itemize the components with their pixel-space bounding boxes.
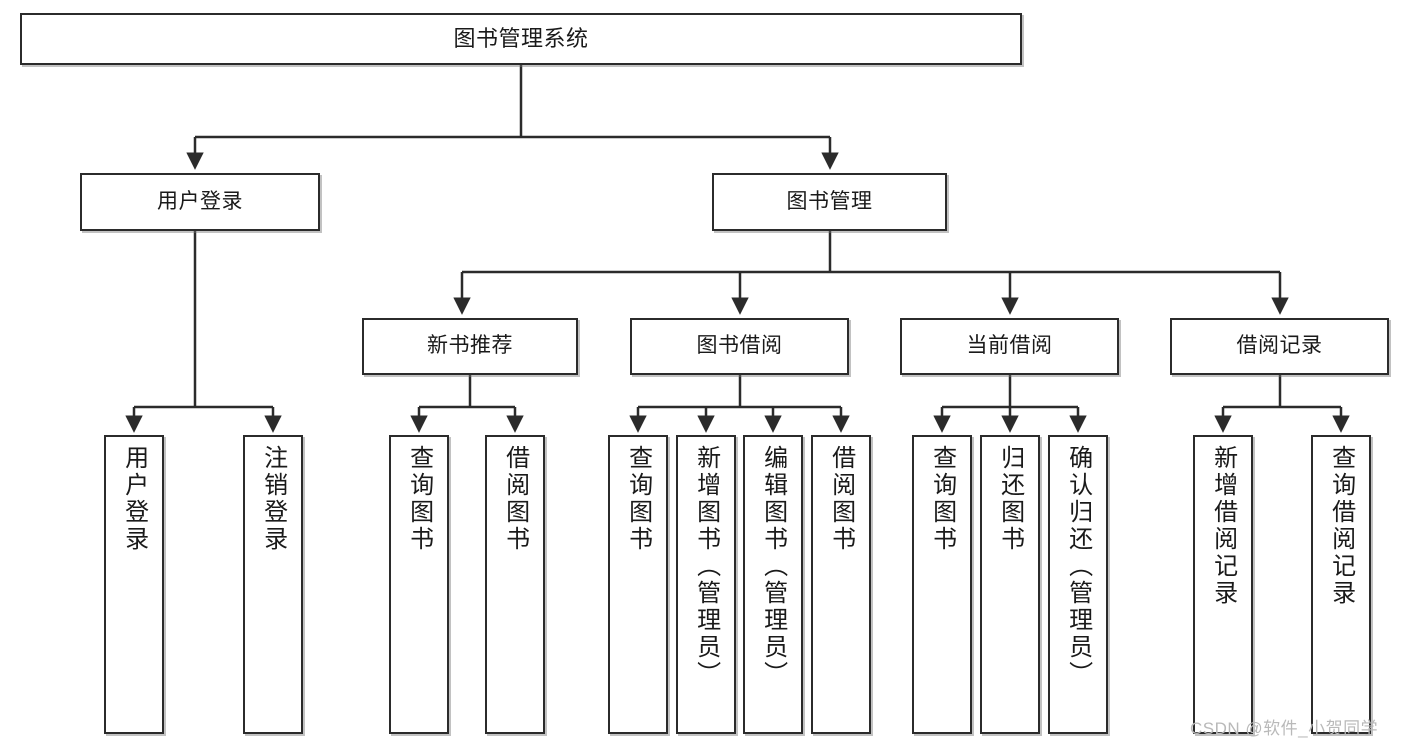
node-book-borrowing[interactable]: 图书借阅: [630, 318, 849, 375]
node-borrow-records[interactable]: 借阅记录: [1170, 318, 1389, 375]
leaf-add-book-admin[interactable]: 新增图书（管理员）: [676, 435, 736, 734]
node-label: 当前借阅: [966, 334, 1053, 358]
node-label: 归还图书: [996, 445, 1024, 553]
leaf-query-book-new[interactable]: 查询图书: [389, 435, 449, 734]
node-label: 新增图书（管理员）: [692, 445, 720, 688]
node-root-book-management-system[interactable]: 图书管理系统: [20, 13, 1022, 65]
node-new-book-recommendation[interactable]: 新书推荐: [362, 318, 578, 375]
leaf-add-borrow-record[interactable]: 新增借阅记录: [1193, 435, 1253, 734]
leaf-return-book[interactable]: 归还图书: [980, 435, 1040, 734]
leaf-edit-book-admin[interactable]: 编辑图书（管理员）: [743, 435, 803, 734]
node-label: 借阅图书: [501, 445, 529, 553]
node-current-borrowing[interactable]: 当前借阅: [900, 318, 1119, 375]
node-label: 查询借阅记录: [1327, 445, 1355, 607]
node-label: 编辑图书（管理员）: [759, 445, 787, 688]
node-label: 借阅图书: [827, 445, 855, 553]
node-label: 新书推荐: [427, 334, 513, 358]
node-label: 注销登录: [259, 445, 287, 553]
node-label: 确认归还（管理员）: [1064, 445, 1092, 688]
leaf-user-login[interactable]: 用户登录: [104, 435, 164, 734]
leaf-query-book-borrow[interactable]: 查询图书: [608, 435, 668, 734]
node-label: 用户登录: [120, 445, 148, 553]
leaf-logout[interactable]: 注销登录: [243, 435, 303, 734]
node-user-login[interactable]: 用户登录: [80, 173, 320, 231]
leaf-borrow-book[interactable]: 借阅图书: [811, 435, 871, 734]
leaf-borrow-book-new[interactable]: 借阅图书: [485, 435, 545, 734]
node-label: 查询图书: [405, 445, 433, 553]
node-label: 用户登录: [157, 189, 243, 213]
node-label: 图书管理: [786, 189, 873, 213]
node-book-management[interactable]: 图书管理: [712, 173, 947, 231]
node-label: 新增借阅记录: [1209, 445, 1237, 607]
node-label: 图书管理系统: [453, 26, 589, 52]
leaf-confirm-return-admin[interactable]: 确认归还（管理员）: [1048, 435, 1108, 734]
node-label: 借阅记录: [1236, 334, 1323, 358]
leaf-query-book-current[interactable]: 查询图书: [912, 435, 972, 734]
node-label: 图书借阅: [696, 334, 783, 358]
node-label: 查询图书: [624, 445, 652, 553]
node-label: 查询图书: [928, 445, 956, 553]
leaf-query-borrow-record[interactable]: 查询借阅记录: [1311, 435, 1371, 734]
